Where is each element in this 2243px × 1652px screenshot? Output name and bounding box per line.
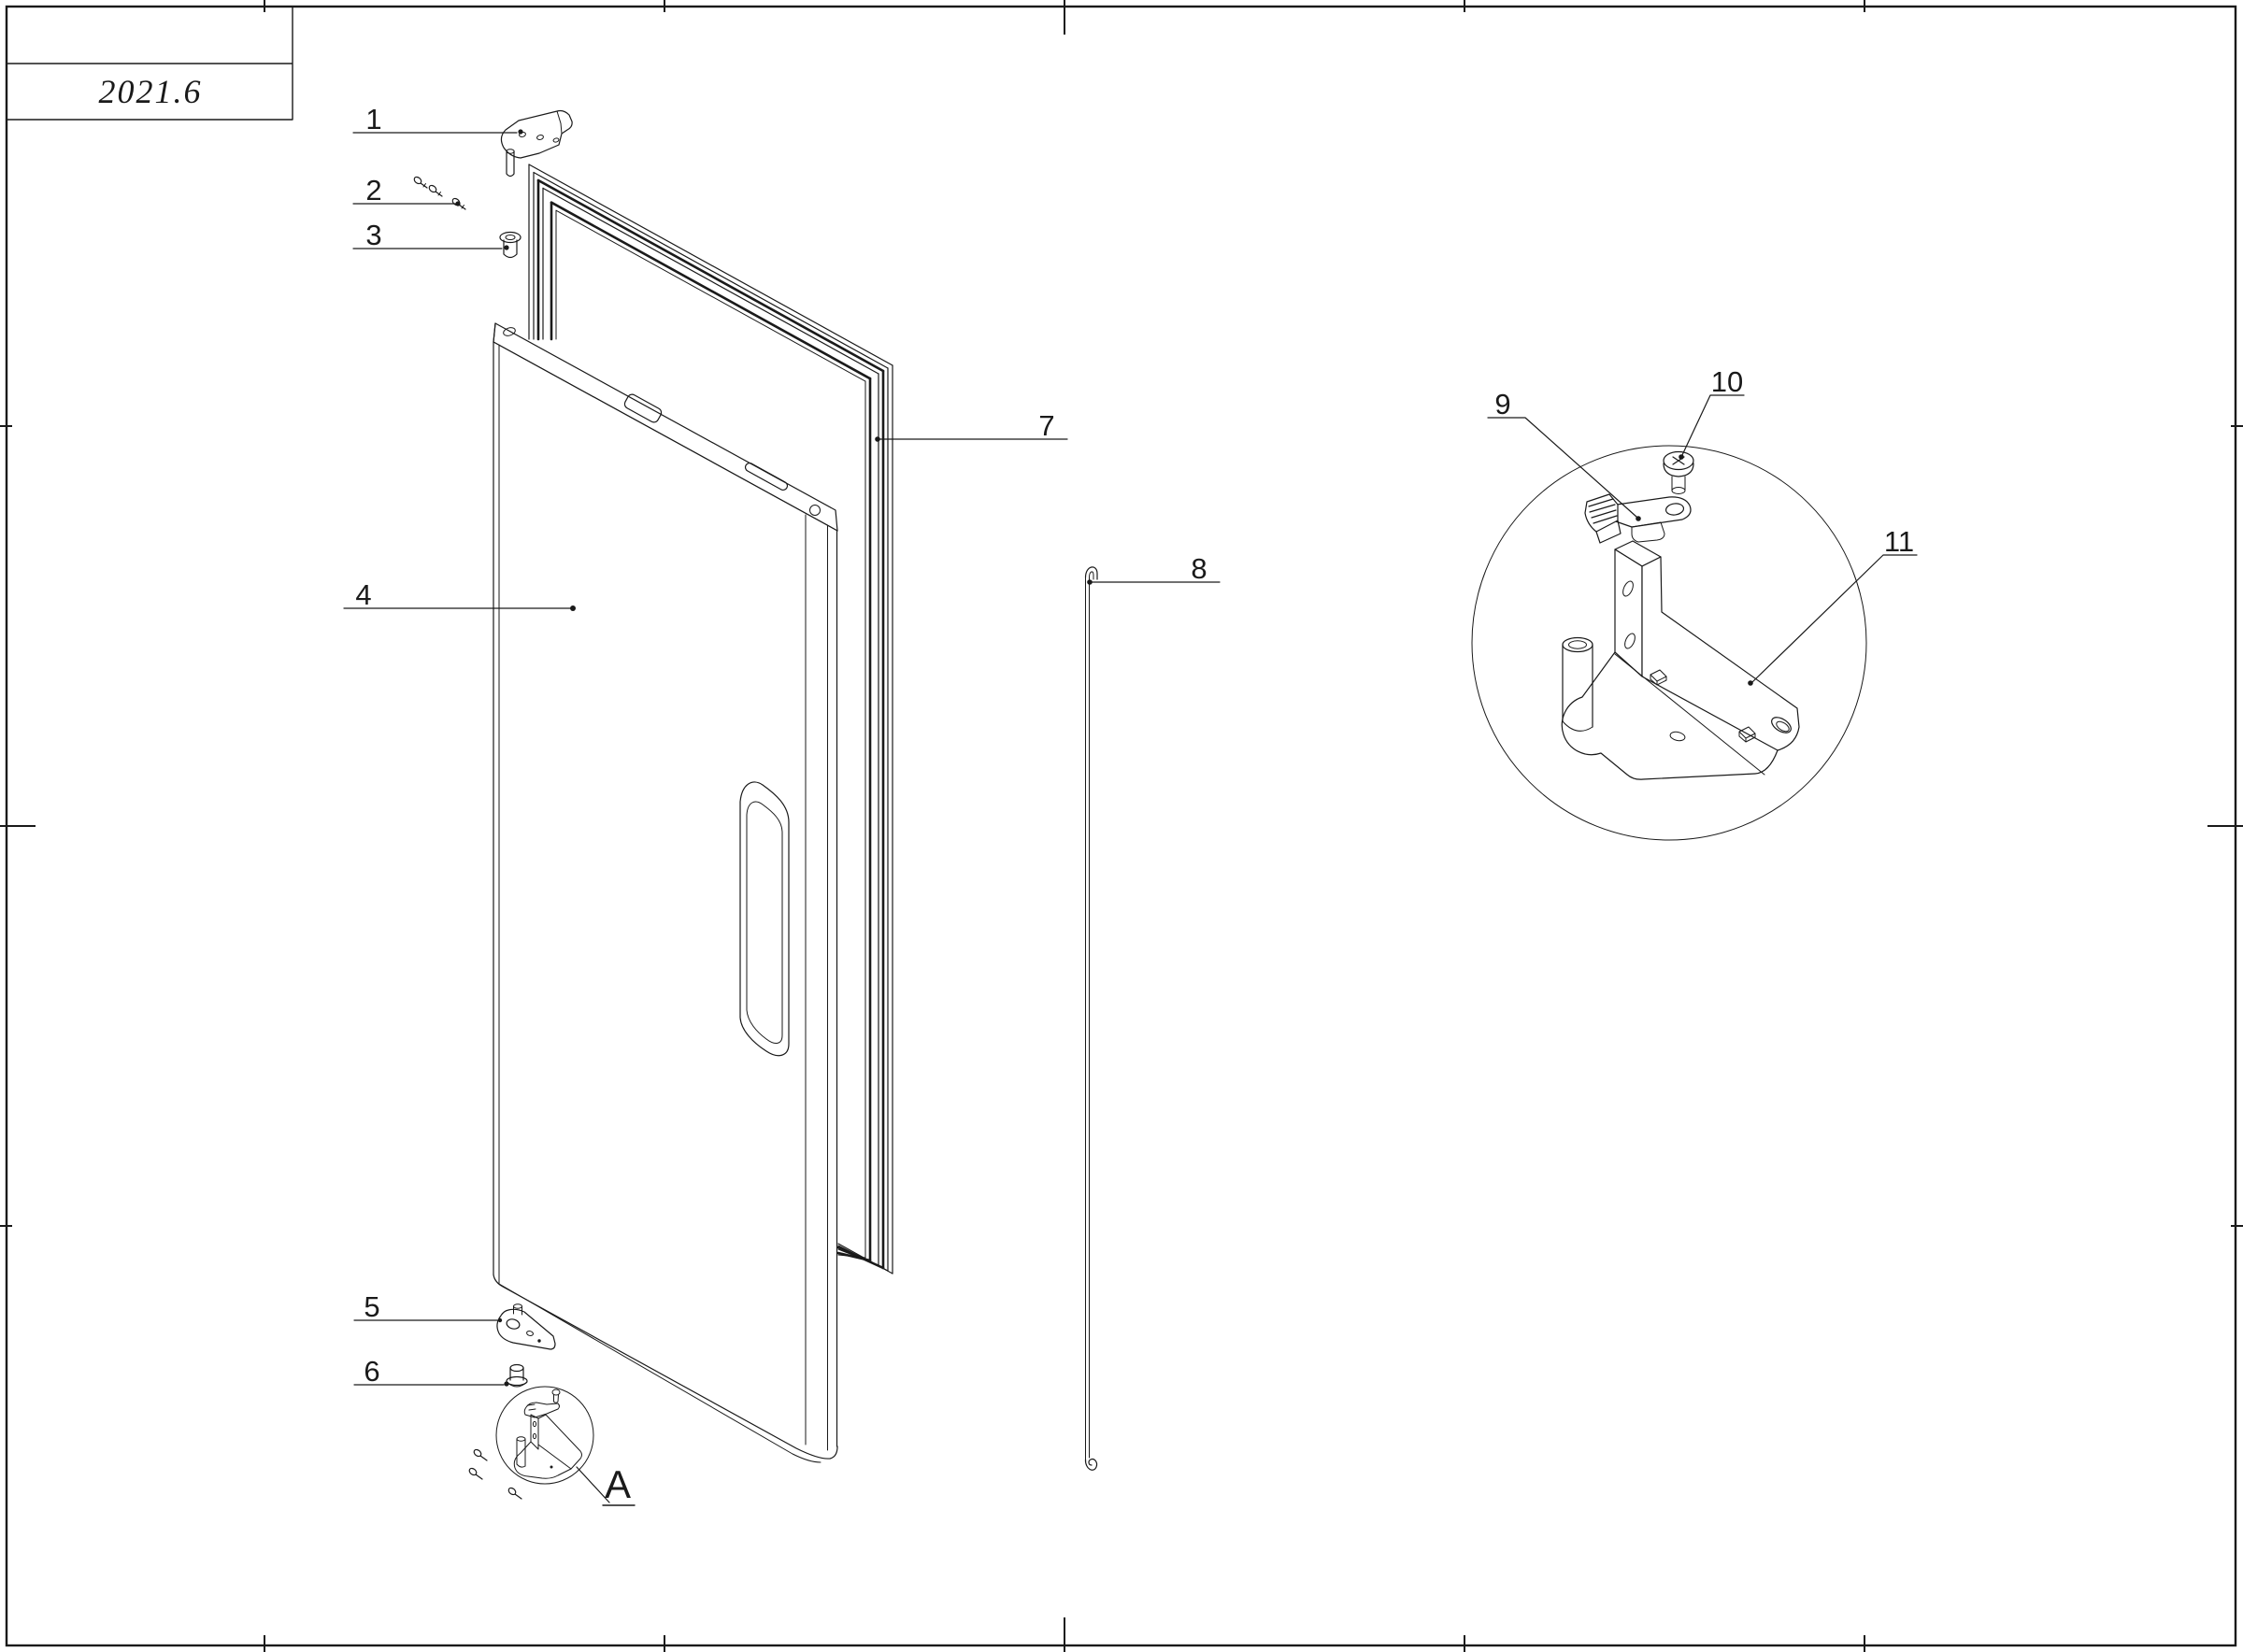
callout-1: 1 bbox=[352, 103, 523, 135]
callout-5: 5 bbox=[353, 1290, 503, 1323]
callout-4-label: 4 bbox=[355, 578, 371, 611]
border-rect bbox=[5, 5, 2237, 1647]
callout-9-label: 9 bbox=[1494, 388, 1510, 420]
screw-icon bbox=[413, 176, 428, 189]
door-panel bbox=[493, 322, 838, 1463]
detail-bracket bbox=[1561, 540, 1800, 780]
screw-icon bbox=[428, 184, 443, 197]
title-block: 2021.6 bbox=[6, 6, 293, 121]
callout-4: 4 bbox=[343, 578, 576, 611]
detail-view-large bbox=[1471, 445, 1867, 841]
callout-3-label: 3 bbox=[365, 219, 381, 251]
bottom-hinge-pin bbox=[506, 1363, 528, 1388]
callout-6: 6 bbox=[353, 1355, 509, 1388]
cap-corner-hole bbox=[809, 505, 821, 516]
detail-screw bbox=[1663, 450, 1694, 494]
callout-8-label: 8 bbox=[1191, 552, 1207, 585]
screw-icon bbox=[507, 1487, 522, 1500]
top-hinge-bracket bbox=[500, 109, 573, 178]
callout-3: 3 bbox=[352, 219, 509, 251]
title-block-lines bbox=[6, 6, 293, 121]
cap-hole bbox=[503, 327, 516, 336]
callout-7: 7 bbox=[875, 409, 1068, 442]
callout-6-label: 6 bbox=[364, 1355, 379, 1388]
bottom-hinge-stub bbox=[513, 1303, 522, 1316]
door-rod bbox=[1084, 566, 1098, 1471]
screw-icon bbox=[473, 1448, 488, 1461]
callout-11: 11 bbox=[1748, 525, 1918, 686]
callout-a-label: A bbox=[605, 1462, 631, 1506]
callout-detail-a: A bbox=[576, 1462, 636, 1506]
callout-7-label: 7 bbox=[1038, 409, 1054, 442]
detail-a-assembly bbox=[468, 1386, 594, 1500]
callouts: 1 2 3 4 5 6 7 bbox=[343, 103, 1918, 1506]
detail-latch bbox=[1584, 493, 1692, 544]
door-gasket bbox=[528, 164, 893, 1275]
bottom-hinge-plate bbox=[496, 1303, 556, 1350]
callout-5-label: 5 bbox=[364, 1290, 379, 1323]
callout-8: 8 bbox=[1087, 552, 1221, 585]
detail-a-circle bbox=[495, 1386, 594, 1485]
callout-10-label: 10 bbox=[1711, 365, 1743, 398]
detail-view-circle bbox=[1471, 445, 1867, 841]
revision-date: 2021.6 bbox=[99, 73, 203, 110]
door-handle-recess bbox=[739, 781, 790, 1057]
callout-11-label: 11 bbox=[1884, 525, 1914, 558]
screw-icon bbox=[468, 1467, 483, 1480]
cap-slot bbox=[744, 462, 789, 491]
callout-9: 9 bbox=[1487, 388, 1641, 521]
top-hinge-pin bbox=[506, 149, 515, 178]
hinge-bushing bbox=[499, 231, 521, 259]
door-front-face bbox=[493, 342, 837, 1459]
callout-2: 2 bbox=[352, 174, 461, 206]
callout-10: 10 bbox=[1679, 365, 1745, 460]
callout-2-label: 2 bbox=[365, 174, 381, 206]
cap-rect-opening bbox=[623, 393, 663, 423]
callout-1-label: 1 bbox=[365, 103, 381, 135]
